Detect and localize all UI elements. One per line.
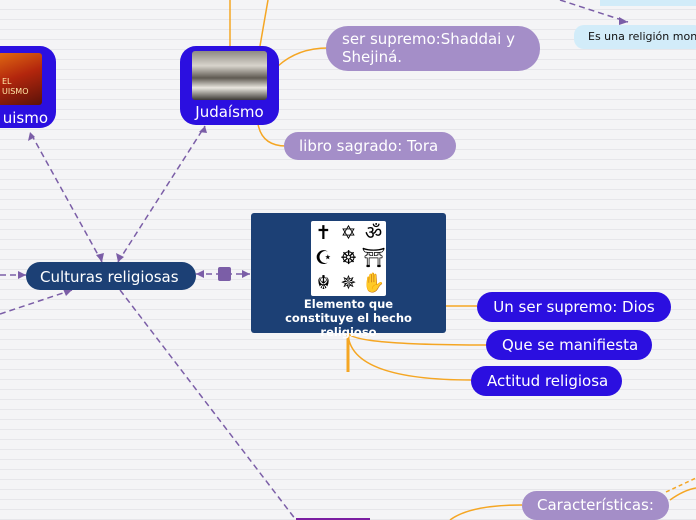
link-elemento-que — [347, 331, 487, 346]
caracteristicas-label: Características: — [537, 496, 654, 514]
hinduismo-image: EL UISMO — [0, 53, 42, 105]
religious-symbols-image: ✝ ✡ ॐ ☪ ☸ ⛩ ☬ ✵ ✋ — [311, 221, 386, 296]
top-right-bar — [600, 0, 696, 6]
que-se-manifiesta-node[interactable]: Que se manifiesta — [486, 330, 652, 360]
link-central-bottom — [119, 289, 297, 520]
crescent-icon: ☪ — [314, 247, 333, 269]
libro-sagrado-node[interactable]: libro sagrado: Tora — [284, 132, 456, 160]
link-top-right — [559, 0, 629, 23]
link-central-judaismo — [117, 125, 206, 263]
link-caract-right — [669, 487, 696, 501]
cross-icon: ✝ — [315, 222, 332, 244]
dharma-wheel-icon: ☸ — [339, 247, 358, 269]
ser-supremo-node[interactable]: ser supremo:Shaddai y Shejiná. — [326, 26, 540, 71]
link-central-lower-left — [0, 289, 73, 315]
un-ser-supremo-label: Un ser supremo: Dios — [493, 298, 655, 316]
link-top-2 — [259, 0, 269, 47]
que-se-manifiesta-label: Que se manifiesta — [502, 336, 639, 354]
judaismo-node[interactable]: Judaísmo — [180, 46, 279, 125]
religion-note-node[interactable]: Es una religión mon — [574, 25, 696, 49]
un-ser-supremo-node[interactable]: Un ser supremo: Dios — [477, 292, 671, 322]
ser-supremo-label: ser supremo:Shaddai y Shejiná. — [342, 30, 515, 66]
link-judaismo-libro — [257, 123, 287, 147]
judaismo-image — [192, 51, 267, 100]
om-icon: ॐ — [364, 222, 383, 244]
link-handle — [218, 267, 231, 281]
hinduismo-node[interactable]: EL UISMO uismo — [0, 46, 56, 128]
judaismo-label: Judaísmo — [195, 103, 264, 121]
elemento-node[interactable]: ✝ ✡ ॐ ☪ ☸ ⛩ ☬ ✵ ✋ Elemento que constituy… — [251, 213, 446, 339]
central-topic-node[interactable]: Culturas religiosas — [26, 262, 196, 290]
star-icon: ✵ — [340, 272, 357, 294]
link-judaismo-ser — [277, 47, 329, 67]
star-of-david-icon: ✡ — [340, 222, 357, 244]
hinduismo-label: uismo — [2, 109, 48, 127]
actitud-religiosa-label: Actitud religiosa — [487, 372, 609, 390]
khanda-icon: ☬ — [316, 272, 331, 294]
torii-icon: ⛩ — [361, 247, 386, 269]
religion-note-label: Es una religión mon — [588, 30, 696, 43]
link-elemento-actitud — [347, 331, 473, 381]
jain-hand-icon: ✋ — [361, 272, 386, 294]
caracteristicas-node[interactable]: Características: — [522, 491, 669, 520]
libro-sagrado-label: libro sagrado: Tora — [299, 137, 439, 155]
elemento-label: Elemento que constituye el hecho religio… — [285, 297, 412, 339]
actitud-religiosa-node[interactable]: Actitud religiosa — [471, 366, 622, 396]
central-topic-label: Culturas religiosas — [40, 268, 179, 286]
link-central-hinduismo — [29, 131, 103, 263]
link-caract-left — [449, 504, 523, 520]
hinduismo-image-text: EL UISMO — [2, 77, 29, 96]
